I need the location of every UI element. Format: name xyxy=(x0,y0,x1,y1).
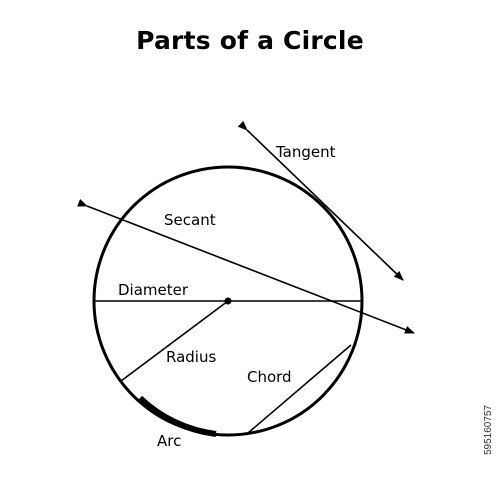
page-title: Parts of a Circle xyxy=(136,26,364,55)
chord-label: Chord xyxy=(247,368,292,386)
secant-label: Secant xyxy=(164,211,216,229)
stock-id-text: 595160757 xyxy=(483,405,494,455)
secant-line xyxy=(77,199,415,334)
arc-label: Arc xyxy=(157,432,181,450)
radius-label: Radius xyxy=(166,348,216,366)
diameter-label: Diameter xyxy=(118,281,189,299)
arc-highlight xyxy=(137,395,217,437)
tangent-line xyxy=(237,120,404,281)
radius-line xyxy=(120,300,229,382)
chord-line xyxy=(247,344,352,434)
tangent-label: Tangent xyxy=(275,143,336,161)
